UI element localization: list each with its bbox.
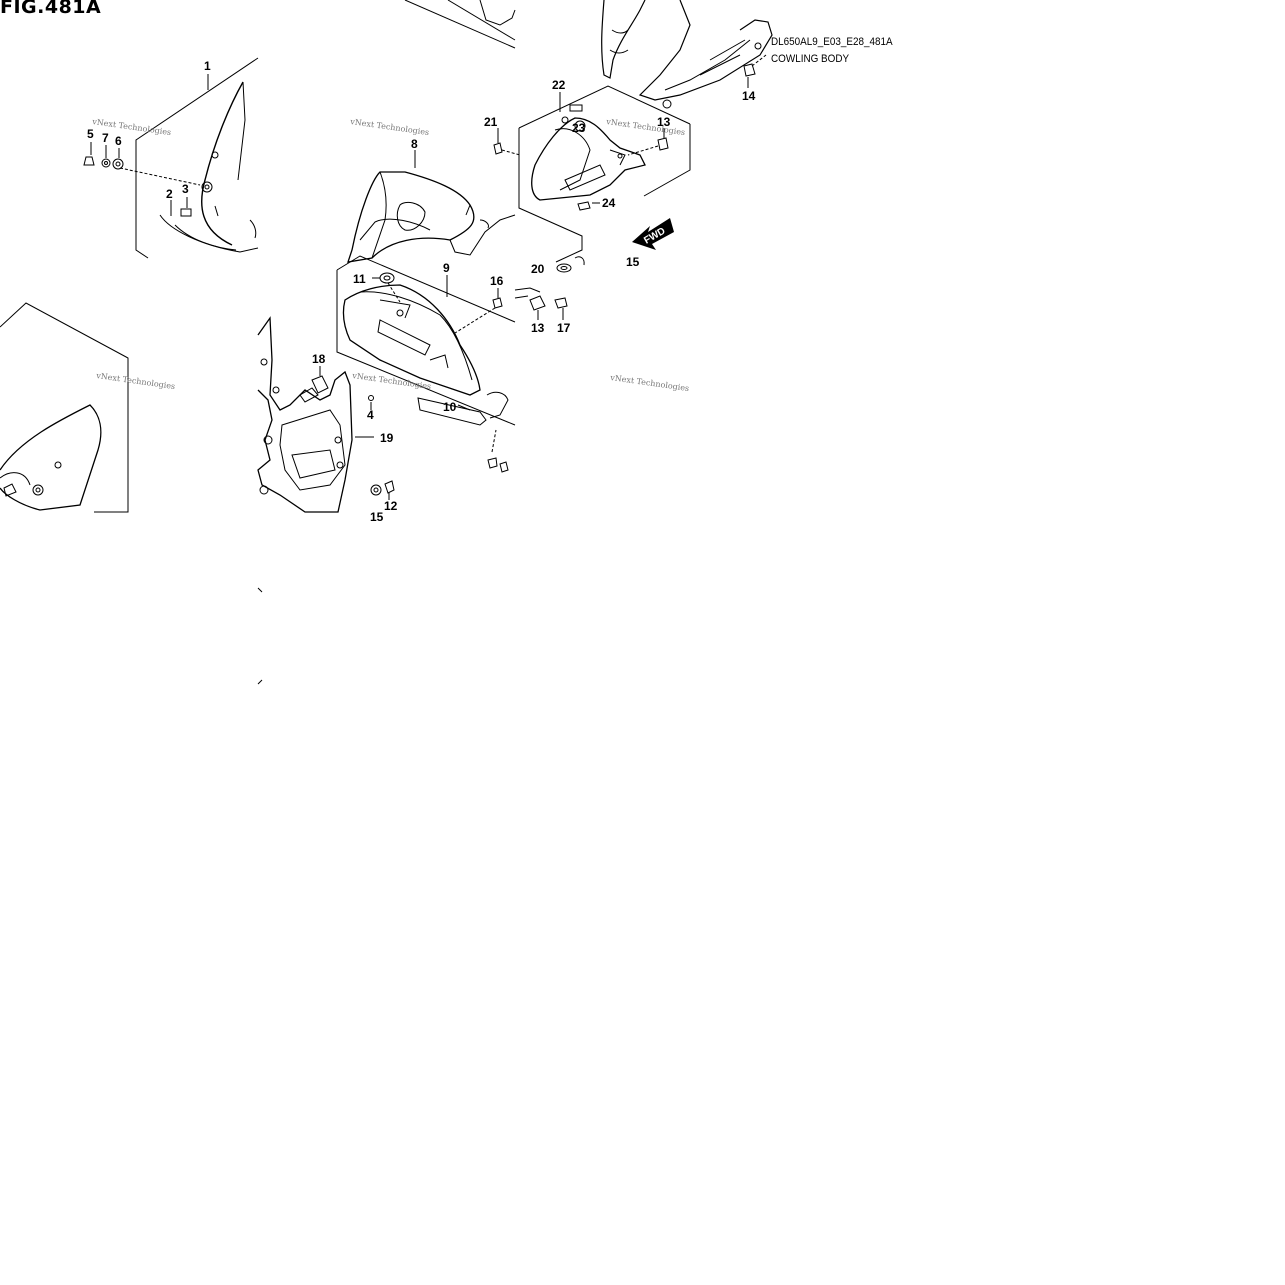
callout-8: 8 (411, 137, 418, 151)
figure-name: COWLING BODY (771, 53, 850, 65)
callout-23: 23 (572, 121, 586, 135)
callout-13-lower: 13 (531, 321, 545, 335)
watermark-3: vNext Technologies (605, 117, 686, 137)
callout-9: 9 (443, 261, 450, 275)
callout-13-upper: 13 (657, 115, 671, 129)
callout-numbers: 1 2 3 4 5 6 7 8 9 10 11 12 13 13 14 15 1… (87, 59, 756, 524)
callout-5: 5 (87, 127, 94, 141)
figure-title: FIG.481A (0, 0, 102, 18)
figure-code: DL650AL9_E03_E28_481A (771, 36, 893, 48)
callout-11: 11 (353, 272, 366, 286)
watermark-6: vNext Technologies (609, 373, 690, 393)
callout-7: 7 (102, 131, 109, 145)
watermark-4: vNext Technologies (95, 371, 176, 391)
panel-windscreen (83, 57, 259, 259)
callout-12: 12 (384, 499, 398, 513)
panel-center-cowl (257, 0, 516, 513)
callout-24: 24 (602, 196, 616, 210)
callout-6: 6 (115, 134, 122, 148)
callout-15: 15 (626, 255, 640, 269)
callout-21: 21 (484, 115, 498, 129)
callout-17: 17 (557, 321, 571, 335)
callout-3: 3 (182, 182, 189, 196)
callout-10: 10 (443, 400, 457, 414)
callout-18: 18 (312, 352, 326, 366)
callout-2: 2 (166, 187, 173, 201)
panel-lower-cowl (493, 85, 691, 320)
callout-1: 1 (204, 59, 211, 73)
fwd-arrow: FWD (632, 218, 674, 250)
callout-4: 4 (367, 408, 374, 422)
watermark-2: vNext Technologies (349, 117, 430, 137)
panel-upper-cowl (601, 0, 773, 109)
watermarks: vNext Technologies vNext Technologies vN… (91, 117, 690, 393)
panel-headlight-cover (0, 302, 129, 513)
callout-16: 16 (490, 274, 504, 288)
fwd-label: FWD (642, 226, 667, 247)
callout-22: 22 (552, 78, 566, 92)
callout-14: 14 (742, 89, 756, 103)
callout-15-cut: 15 (370, 510, 384, 524)
callout-19: 19 (380, 431, 394, 445)
callout-20: 20 (531, 262, 545, 276)
